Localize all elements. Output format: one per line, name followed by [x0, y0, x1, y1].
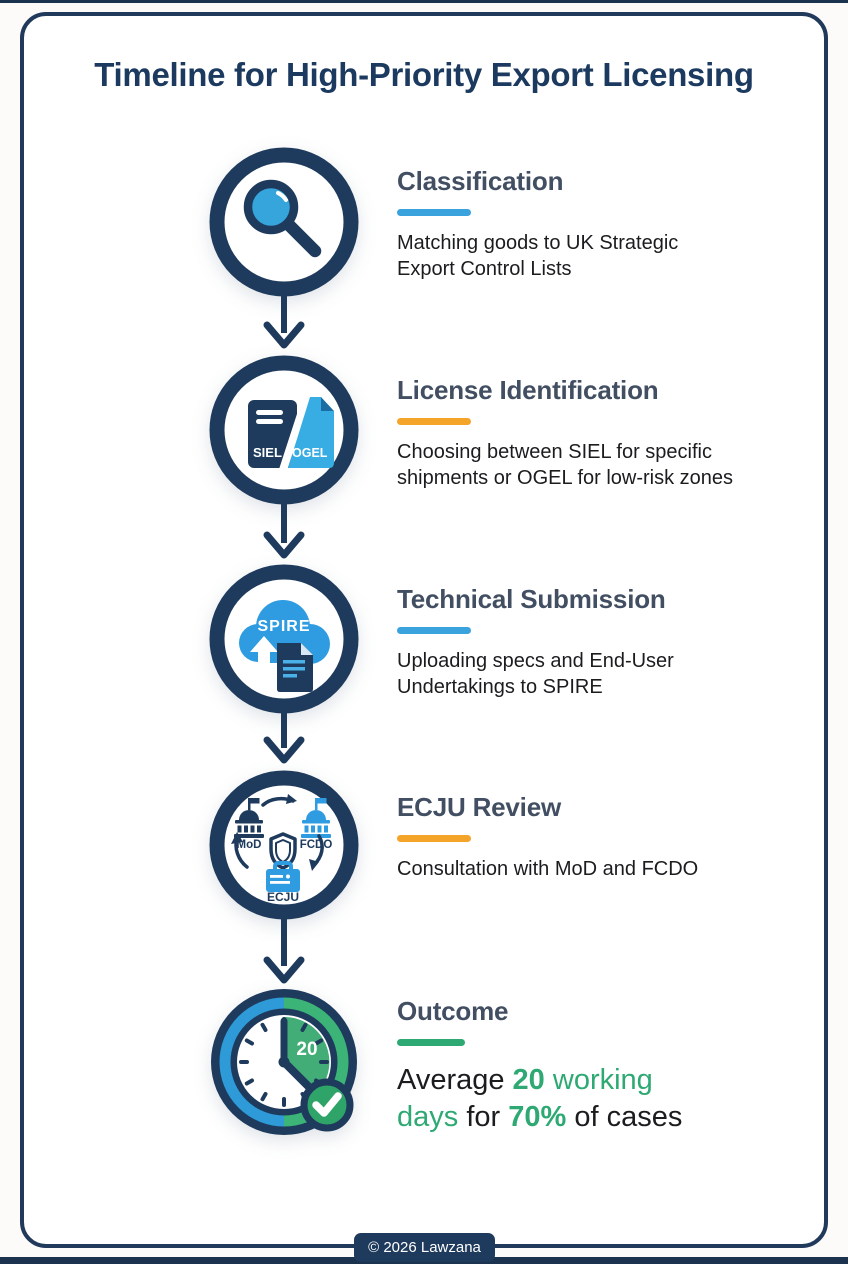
check-badge-icon — [300, 1078, 354, 1132]
step-description: Consultation with MoD and FCDO — [397, 858, 699, 880]
flow-arrow — [263, 916, 305, 984]
flow-arrow — [263, 712, 305, 764]
ogel-label: OGEL — [292, 446, 328, 460]
step-title: Outcome — [397, 996, 509, 1026]
fcdo-building-icon — [301, 798, 331, 838]
accent-underline — [397, 418, 471, 425]
accent-underline — [397, 1039, 465, 1046]
cycle-arrowheads — [231, 794, 319, 871]
step-title: Technical Submission — [397, 584, 666, 614]
accent-underline — [397, 209, 471, 216]
flow-arrow — [263, 503, 305, 559]
page-title: Timeline for High-Priority Export Licens… — [94, 56, 754, 93]
clock-hands — [278, 1017, 312, 1090]
spire-label: SPIRE — [257, 618, 310, 635]
step-title: ECJU Review — [397, 792, 561, 822]
top-edge-strip — [0, 0, 848, 3]
clock-days-number: 20 — [296, 1039, 317, 1060]
clock-20-days-icon: 20 — [206, 984, 362, 1140]
flow-arrow — [263, 295, 305, 349]
step-description: Average 20 working days for 70% of cases — [397, 1064, 683, 1133]
copyright-badge: © 2026 Lawzana — [354, 1233, 495, 1262]
spire-cloud-upload-icon: SPIRE — [209, 564, 359, 714]
ecju-label: ECJU — [267, 890, 299, 904]
mod-building-icon — [234, 798, 264, 838]
accent-underline — [397, 835, 471, 842]
fcdo-label: FCDO — [300, 839, 333, 851]
step-title: Classification — [397, 166, 564, 196]
ecju-consultation-icon: MoD FCDO — [209, 770, 359, 920]
step-title: License Identification — [397, 375, 659, 405]
step-description: Uploading specs and End-User Undertaking… — [397, 650, 674, 698]
ecju-briefcase-icon — [266, 861, 300, 892]
step-description: Matching goods to UK Strategic Export Co… — [397, 232, 679, 280]
siel-label: SIEL — [253, 445, 282, 460]
step-description: Choosing between SIEL for specific shipm… — [397, 441, 734, 489]
magnifying-glass-icon — [209, 147, 359, 297]
siel-ogel-documents-icon: SIEL OGEL — [209, 355, 359, 505]
accent-underline — [397, 627, 471, 634]
